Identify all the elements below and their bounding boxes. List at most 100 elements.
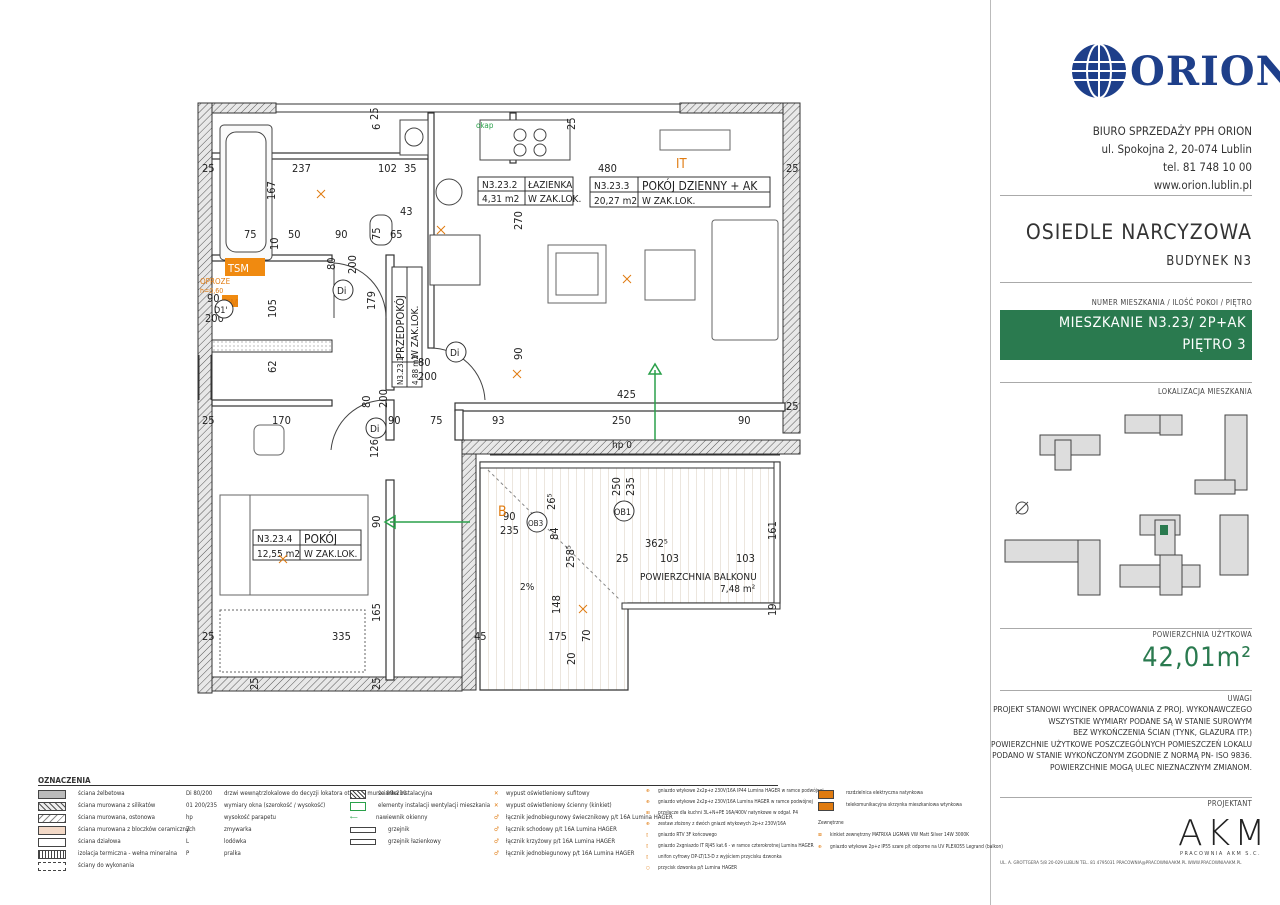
dim: 167 (265, 181, 278, 200)
outdoor-socket-icon: ⊕ (818, 845, 822, 850)
divider (1000, 690, 1252, 691)
legend-item: ściana żelbetowa (38, 788, 196, 800)
switch-icon: ♂ (494, 838, 499, 845)
divider (1000, 382, 1252, 383)
note-line: POWIERZCHNIE MOGĄ ULEC NIEZNACZNYM ZMIAN… (1049, 761, 1252, 772)
divider (1000, 797, 1252, 798)
room-area: 4,31 m2 (482, 194, 519, 205)
dim: 25 (248, 677, 261, 690)
legend-text: ściana murowana z bloczków ceramicznych (78, 826, 196, 833)
dim: 45 (474, 630, 487, 643)
living-furniture (547, 129, 779, 341)
dim: 235 (500, 524, 519, 537)
legend-title: OZNACZENIA (38, 776, 778, 786)
divider (1000, 282, 1252, 283)
legend-text: łącznik jednobiegunowy p/t 16A Lumina HA… (506, 850, 635, 857)
dim: 258⁵ (564, 545, 577, 568)
kitchen-power-icon: ⊞ (646, 810, 650, 816)
dim: 200 (346, 255, 359, 274)
note-line: BEZ WYKOŃCZENIA ŚCIAN (TYNK, GLAZURA ITP… (1073, 727, 1252, 738)
legend-text: elementy instalacji wentylacji mieszkani… (378, 802, 491, 809)
akm-address: UL. A. GROTTGERA 5/8 20-029 LUBLIN TEL. … (1000, 861, 1242, 866)
tv-socket-icon: ▯ (646, 832, 649, 838)
legend-code: Di 80/200 (186, 790, 213, 797)
legend-text: unifon cyfrowy DP-LT/13-D z wyjściem prz… (658, 854, 782, 860)
dim: 93 (492, 414, 505, 427)
swatch (38, 837, 66, 847)
dim: 43 (400, 205, 413, 218)
swatch (38, 813, 66, 823)
markers: Di Di Di OB1 OB3 D1' B (214, 279, 635, 533)
legend-text: zestaw złożony z dwóch gniazd wtykowych … (658, 821, 786, 827)
legend-text: ściana murowana z silikatów (78, 802, 156, 809)
doorbell-icon: ○ (646, 865, 650, 871)
dim: 103 (736, 552, 755, 565)
sales-office: BIURO SPRZEDAŻY PPH ORION ul. Spokojna 2… (1093, 122, 1252, 194)
legend-text: przycisk dzwonka p/t Lumina HAGER (658, 865, 738, 871)
legend-walls: ściana żelbetowa ściana murowana z silik… (38, 788, 196, 872)
office-line: tel. 81 748 10 00 (1163, 160, 1252, 174)
flat-line-1: MIESZKANIE N3.23/ 2P+AK (1058, 315, 1246, 331)
legend-item: ⊕zestaw złożony z dwóch gniazd wtykowych… (646, 819, 824, 830)
room-finish: W ZAK.LOK. (410, 306, 421, 359)
legend-item: ⟵nawiewnik okienny (350, 812, 490, 824)
swatch (38, 861, 66, 871)
room-area: 4,88 m2 (411, 355, 420, 385)
dim: 90 (207, 292, 220, 305)
dim: 19 (766, 603, 779, 616)
balcony-door-tag: B (498, 504, 507, 520)
dim: 105 (266, 299, 279, 318)
legend-text: wysokość parapetu (224, 814, 276, 821)
legend-item: ○ przycisk dzwonka p/t Lumina HAGER (646, 863, 824, 874)
dim: 65 (390, 228, 403, 241)
legend-text: ściany do wykonania (78, 862, 135, 869)
outdoor-light-icon: ⊠ (818, 833, 822, 838)
balcony (479, 461, 781, 691)
flat-line-2: PIĘTRO 3 (1182, 337, 1246, 353)
dim: 26⁵ (545, 493, 558, 510)
dim: 200 (418, 370, 437, 383)
swatch (38, 849, 66, 859)
dim: 25 (565, 117, 578, 130)
dim: 250 (610, 477, 623, 496)
location-map (1004, 414, 1249, 596)
office-line: ul. Spokojna 2, 20-074 Lublin (1101, 142, 1252, 156)
dim: 90 (335, 228, 348, 241)
dim: 237 (292, 162, 311, 175)
room-id: N3.23.4 (257, 534, 293, 545)
slope: 2% (520, 582, 535, 593)
swatch (38, 801, 66, 811)
legend-distribution: rozdzielnica elektryczna natynkowa telek… (818, 788, 1003, 854)
legend-text: grzejnik (388, 826, 410, 833)
office-website[interactable]: www.orion.lublin.pl (1153, 178, 1252, 192)
switch-icon: ♂ (494, 826, 499, 833)
legend-text: pralka (224, 850, 241, 857)
info-panel (990, 0, 1280, 905)
legend-text: łącznik schodowy p/t 16A Lumina HAGER (506, 826, 617, 833)
divider (1000, 195, 1252, 196)
room-id: N3.23.2 (482, 180, 517, 191)
dim: 179 (365, 291, 378, 310)
legend-text: telekomunikacyjna skrzynka mieszkaniowa … (846, 803, 962, 808)
dim: 20 (565, 652, 578, 665)
dim: 103 (660, 552, 679, 565)
dim: 6 (370, 124, 383, 130)
usable-area: 42,01m² (1142, 642, 1252, 673)
legend-item: ⊕gniazdo wtykowe 2p+z IP55 szare p/t odp… (818, 842, 1003, 854)
legend-lighting: ✕wypust oświetleniowy sufitowy ✕wypust o… (494, 788, 673, 860)
legend-sockets: ⊕gniazdo wtykowe 2x2p+z 230V/16A IP44 Lu… (646, 786, 824, 874)
legend-item: ✕wypust oświetleniowy sufitowy (494, 788, 673, 800)
dim: 148 (550, 595, 563, 614)
legend-item: ♂łącznik jednobiegunowy świecznikowy p/t… (494, 812, 673, 824)
legend-code: L (186, 838, 190, 845)
dim: 90 (512, 347, 525, 360)
room-finish: W ZAK.LOK. (528, 194, 581, 205)
room-area: 20,27 m2 (594, 196, 637, 207)
window-tag: OB3 (528, 519, 543, 528)
room-id: N3.23.1 (396, 357, 405, 385)
room-finish: W ZAK.LOK. (304, 549, 357, 560)
dim: 90 (388, 414, 401, 427)
arrow-icon: ⟵ (350, 814, 358, 821)
